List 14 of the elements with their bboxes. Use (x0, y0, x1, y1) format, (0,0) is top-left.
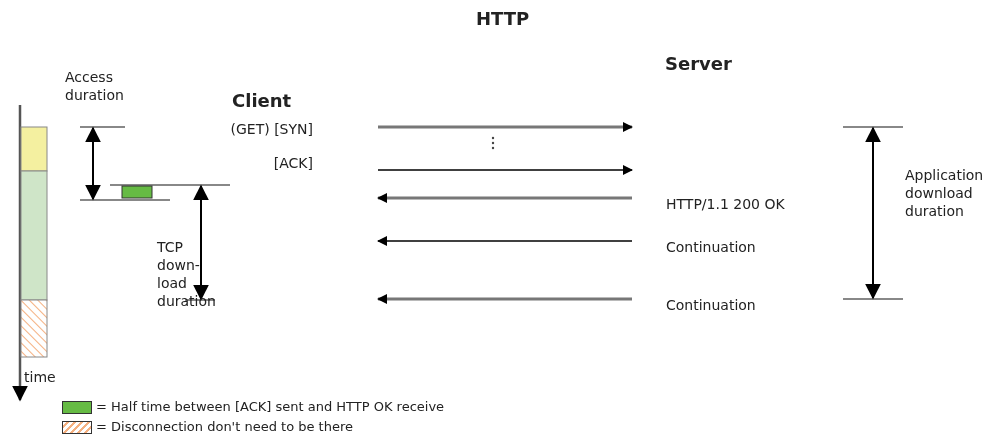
duration-label: Access duration (65, 68, 125, 104)
message-label: Continuation (666, 238, 756, 256)
diagram-title: HTTP (474, 10, 531, 28)
message-label: Continuation (666, 296, 756, 314)
message-label: HTTP/1.1 200 OK (666, 195, 785, 213)
axis-label: time (24, 368, 56, 386)
message-label: [ACK] (272, 154, 313, 172)
duration-label: TCP down-load duration (157, 238, 213, 310)
legend-text: = Half time between [ACK] sent and HTTP OK receive (96, 398, 445, 416)
column-heading: Server (665, 55, 732, 73)
message-label: (GET) [SYN] (229, 120, 313, 138)
duration-label: Application download duration (905, 166, 985, 220)
legend-text: = Disconnection don't need to be there (96, 418, 353, 436)
column-heading: Client (232, 92, 292, 110)
